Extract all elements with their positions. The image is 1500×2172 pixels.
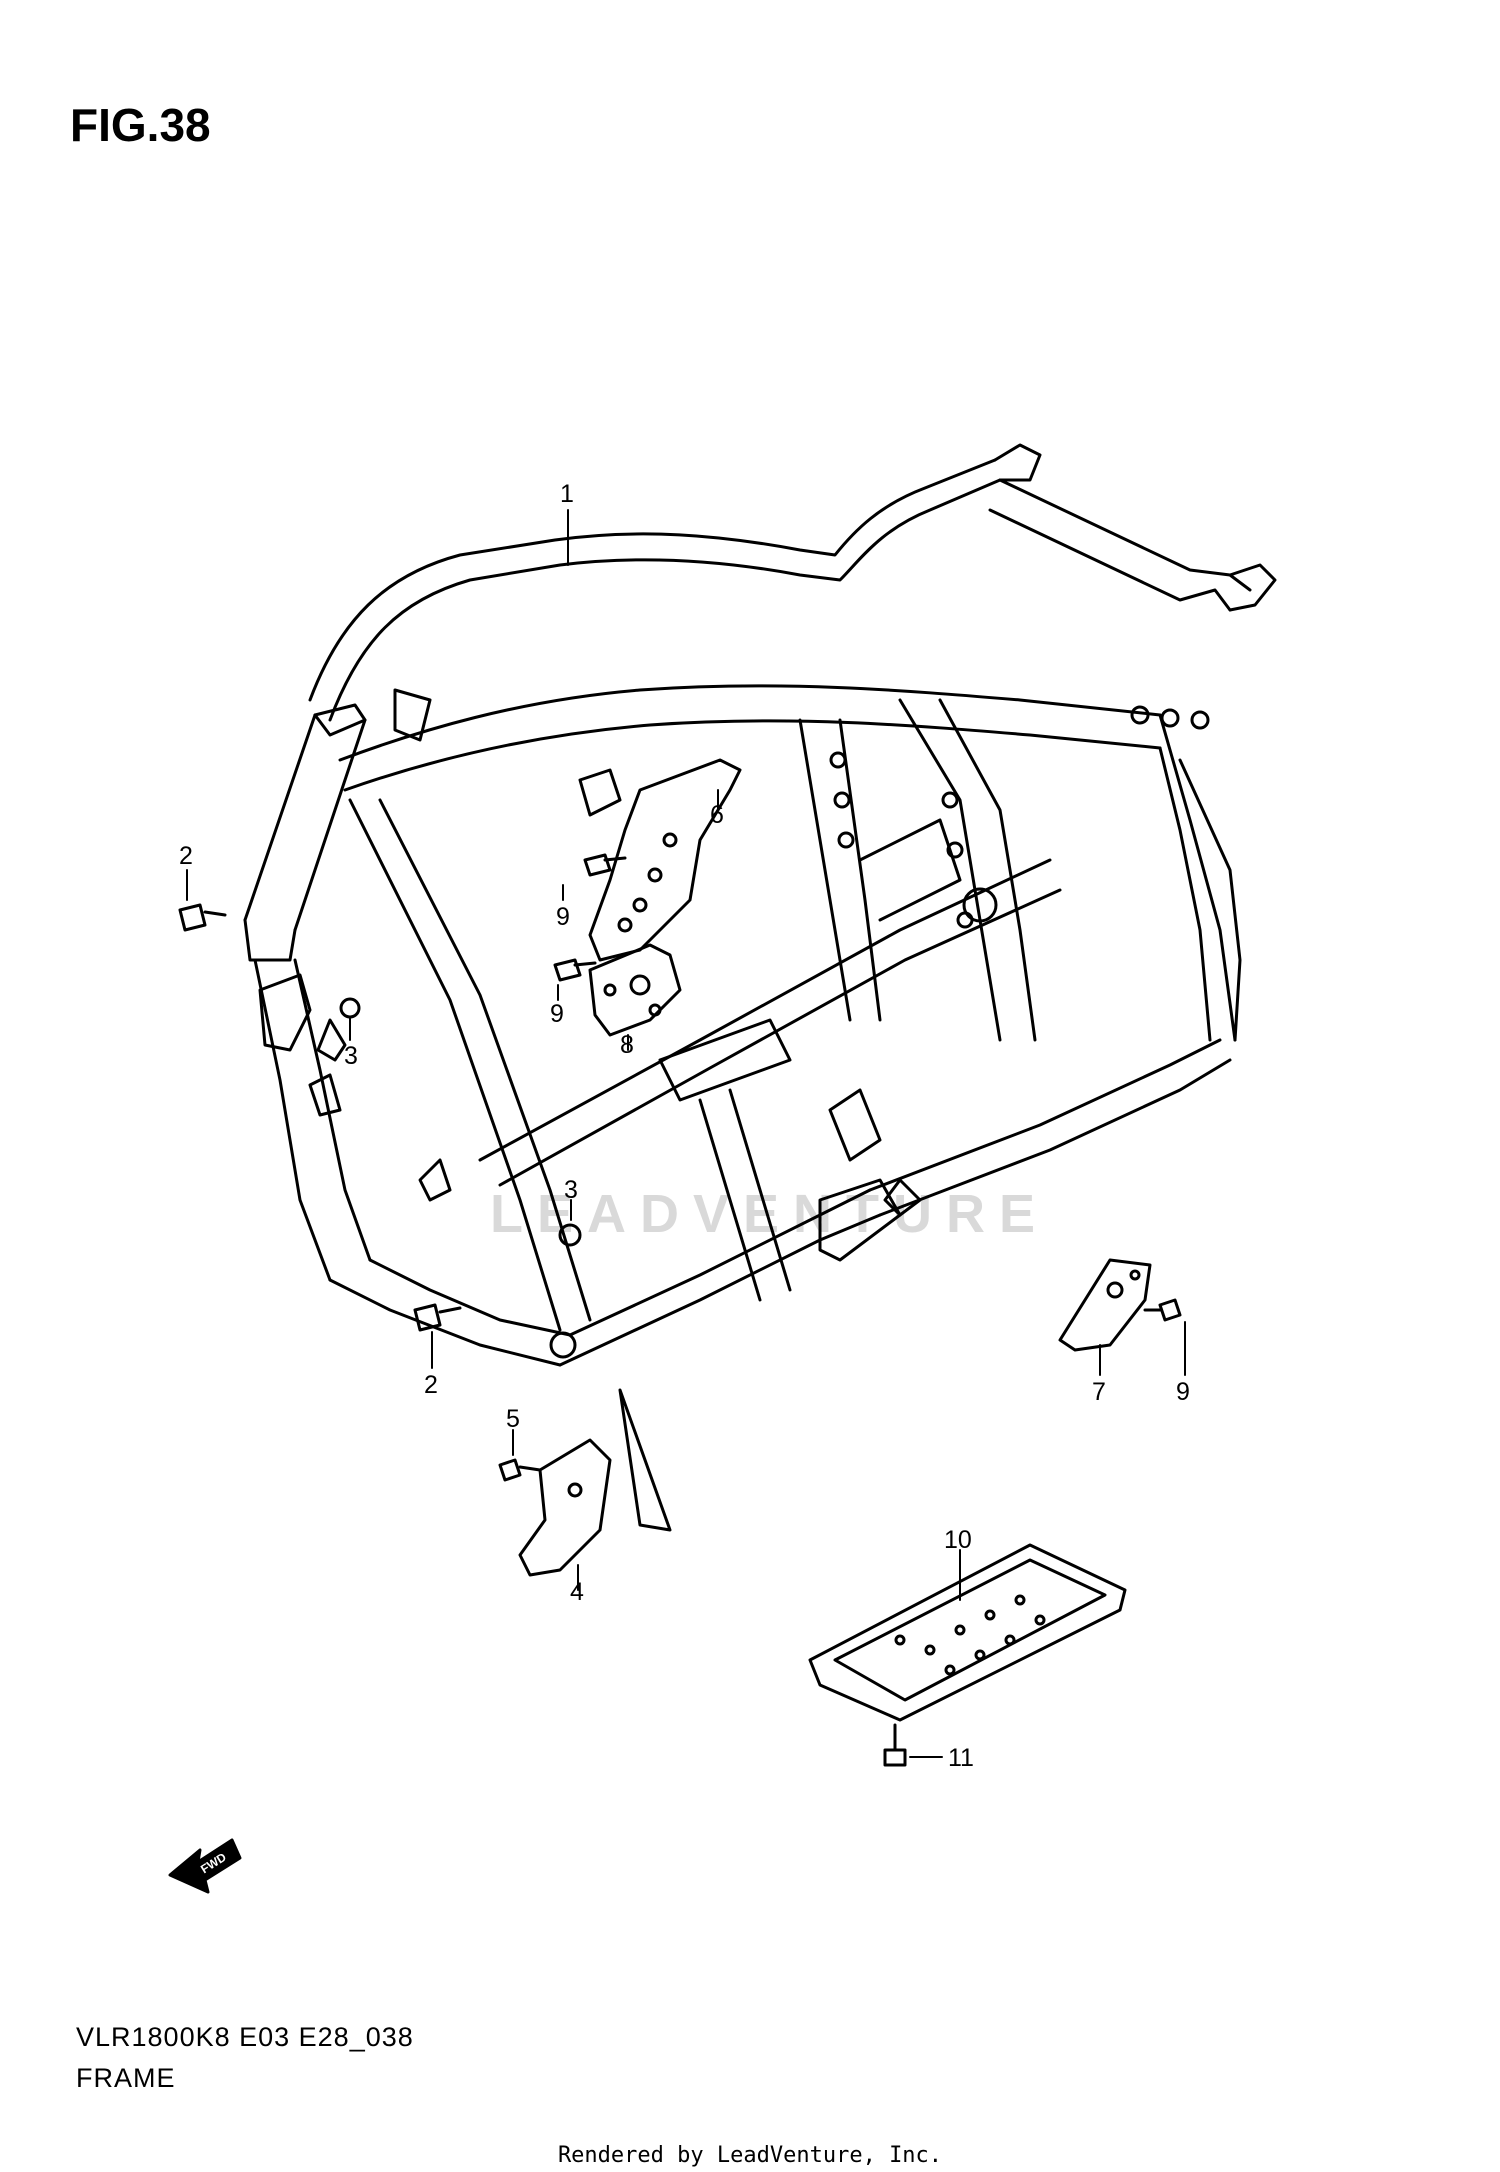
frame-leader-shape — [618, 1388, 672, 1532]
callout-number: 4 — [570, 1578, 584, 1606]
callout-number: 2 — [424, 1371, 438, 1399]
bolt-part[interactable] — [553, 853, 627, 982]
footer-credit: Rendered by LeadVenture, Inc. — [557, 2143, 943, 2168]
callout-number: 11 — [948, 1744, 974, 1772]
callout-number: 10 — [944, 1526, 972, 1554]
underguard-plate[interactable] — [808, 1543, 1127, 1722]
bolt-part[interactable] — [413, 1303, 462, 1332]
main-frame-part[interactable] — [243, 443, 1277, 1367]
callout-number: 8 — [620, 1031, 634, 1059]
front-lower-bracket[interactable] — [518, 1438, 612, 1577]
figure-title: FIG.38 — [70, 99, 211, 151]
callout-number: 6 — [710, 801, 724, 829]
callout-number: 9 — [1176, 1378, 1190, 1406]
part-name: FRAME — [76, 2063, 176, 2093]
rear-side-bracket[interactable] — [1058, 1258, 1152, 1352]
callout-number: 1 — [560, 480, 574, 508]
callout-number: 5 — [506, 1405, 520, 1433]
model-code: VLR1800K8 E03 E28_038 — [76, 2022, 414, 2052]
bolt-part[interactable] — [498, 1458, 542, 1482]
fwd-arrow-icon — [168, 1838, 242, 1894]
callout-number: 3 — [564, 1176, 578, 1204]
bolt-part[interactable] — [178, 903, 227, 932]
bolt-part[interactable] — [1143, 1298, 1182, 1322]
callout-number: 7 — [1092, 1378, 1106, 1406]
callout-number: 9 — [550, 1000, 564, 1028]
bolt-part[interactable] — [883, 1723, 907, 1767]
engine-mount-bracket-lower[interactable] — [588, 943, 682, 1037]
callout-number: 3 — [344, 1042, 358, 1070]
callout-number: 2 — [179, 842, 193, 870]
engine-mount-bracket-upper[interactable] — [588, 758, 742, 962]
callout-number: 9 — [556, 903, 570, 931]
nut-part[interactable] — [558, 1223, 582, 1247]
nut-part[interactable] — [339, 997, 361, 1019]
